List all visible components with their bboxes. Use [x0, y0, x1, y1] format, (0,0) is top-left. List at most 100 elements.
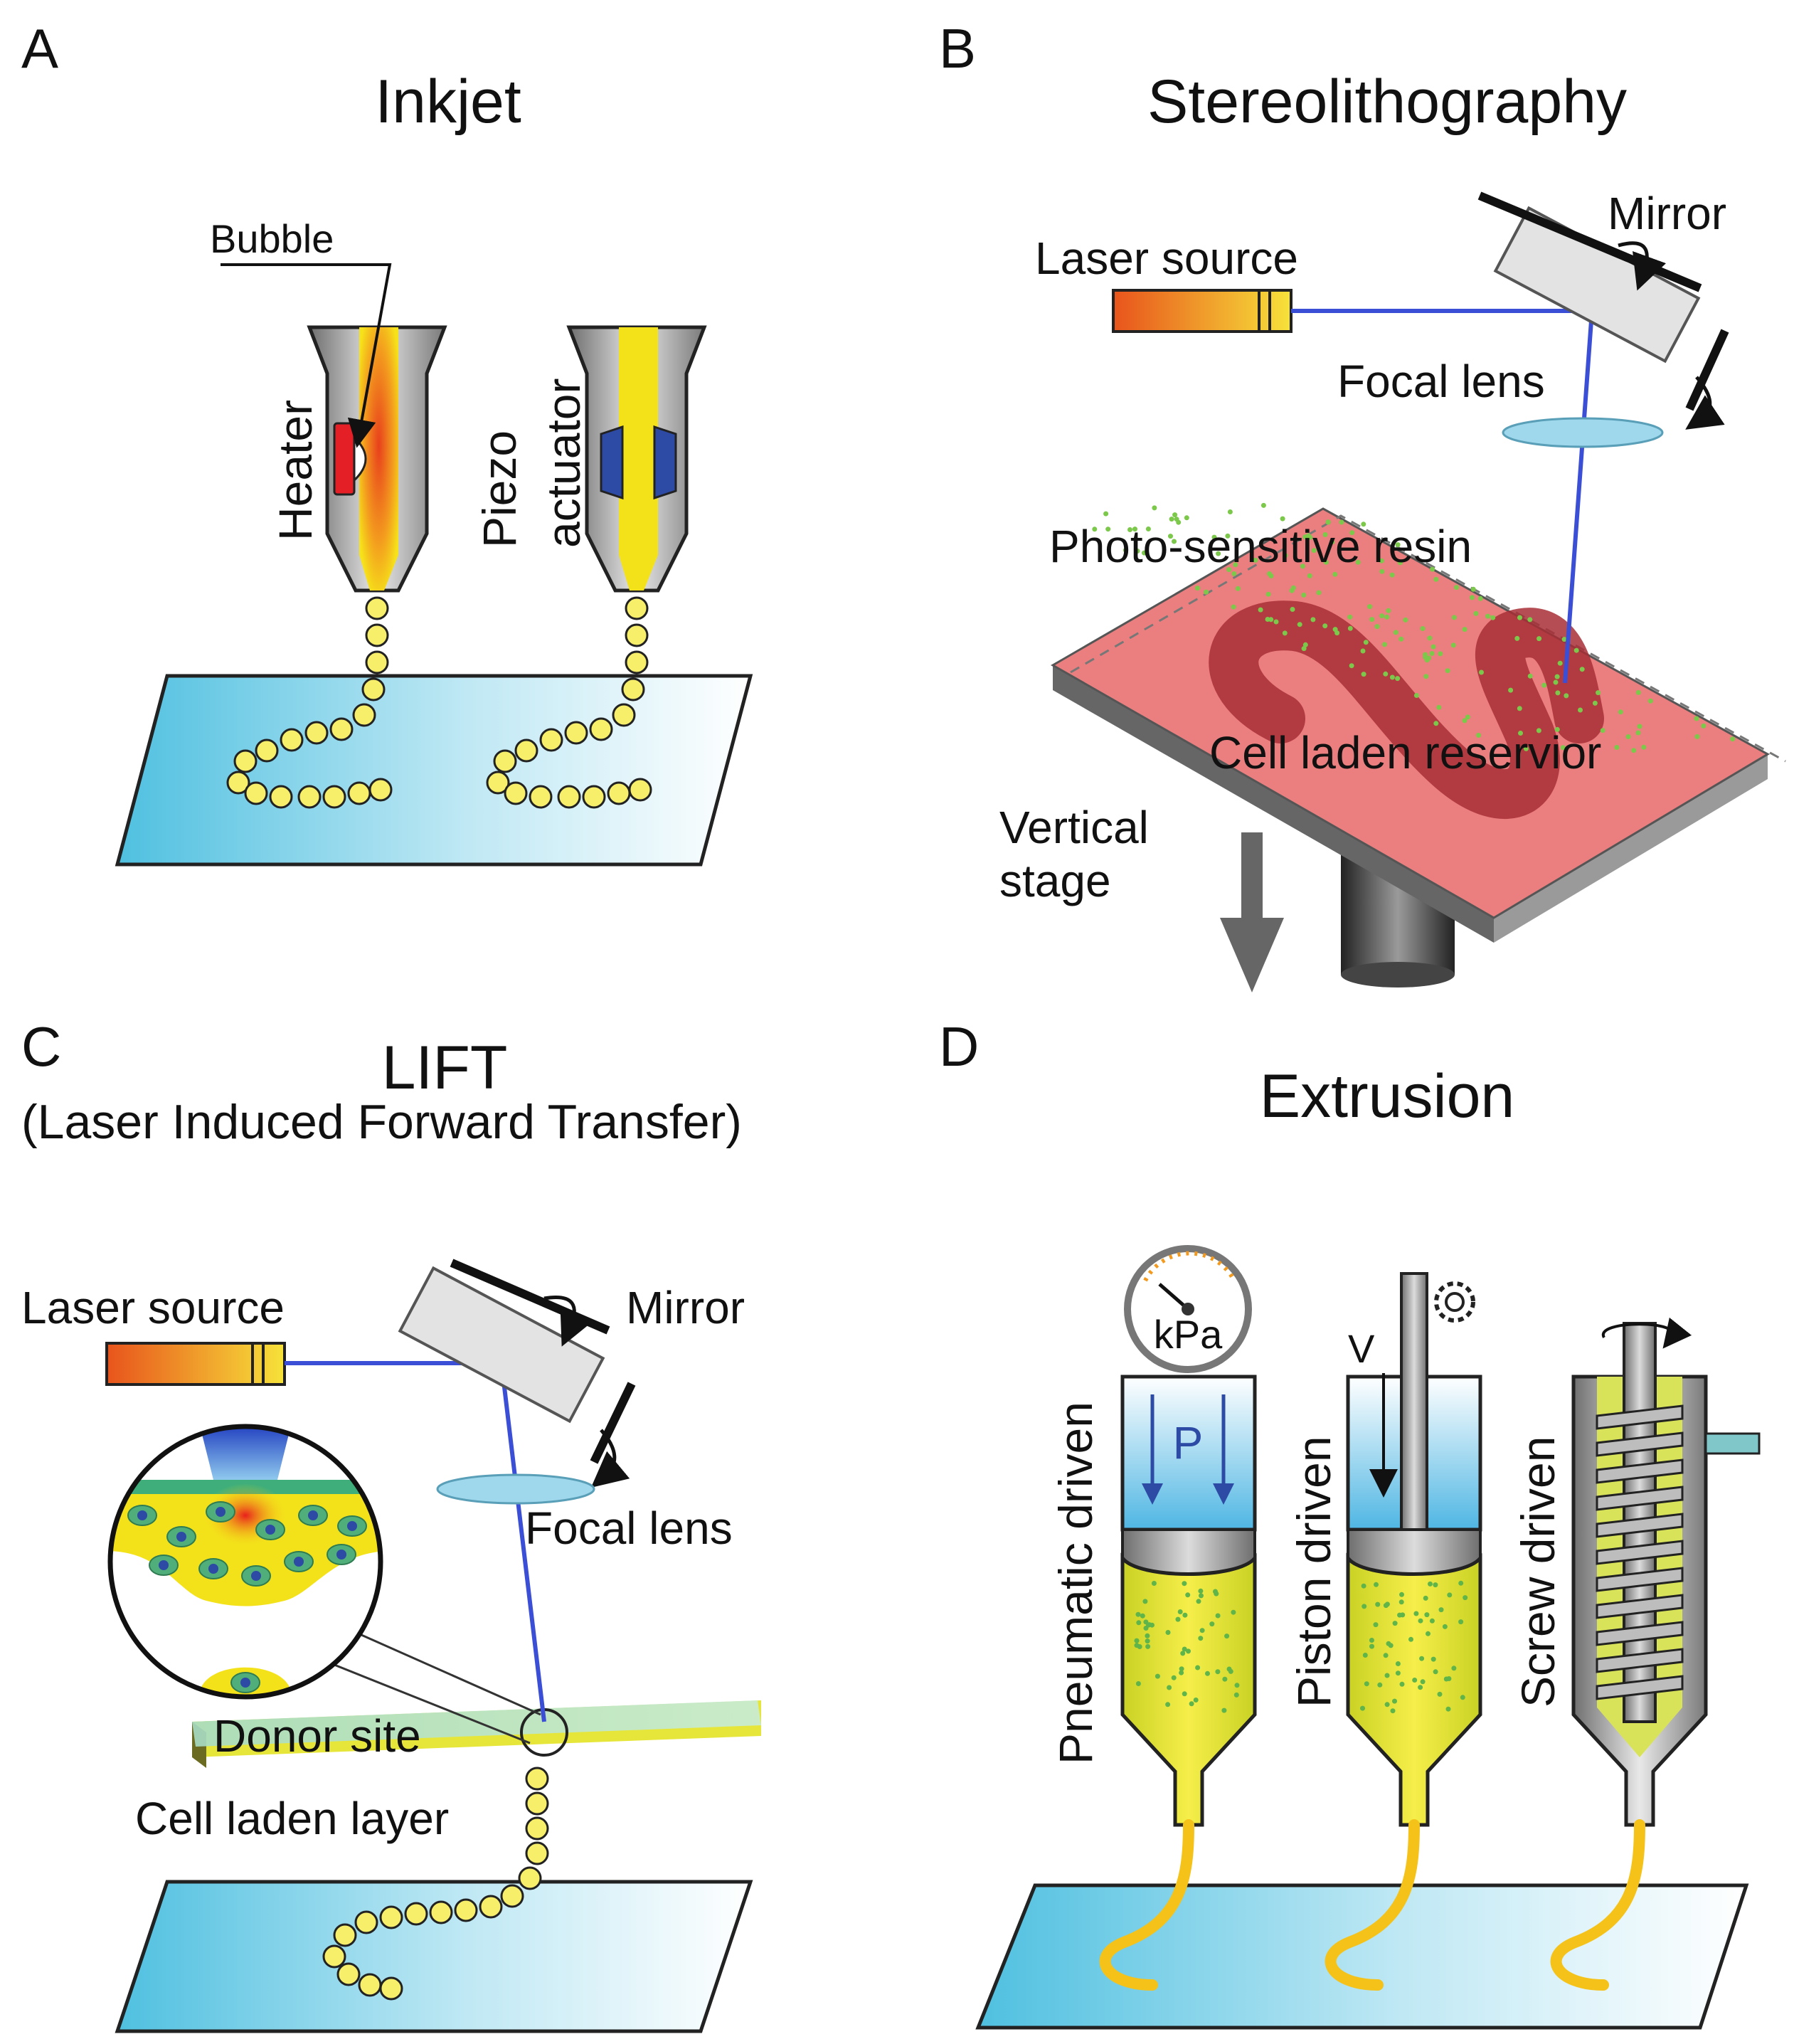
resin-cell [1465, 714, 1470, 720]
piezo-nozzle [566, 325, 707, 593]
resin-cell [1514, 635, 1520, 641]
resin-cell [1477, 595, 1483, 601]
cell-nucleus [308, 1510, 318, 1520]
bioink-cell [1231, 1609, 1236, 1615]
droplet [233, 749, 258, 773]
label-resin: Photo-sensitive resin [1049, 521, 1472, 572]
gear-icon [1434, 1281, 1475, 1323]
resin-cell [1637, 724, 1642, 729]
resin-cell [1122, 547, 1128, 553]
bioink-cell [1412, 1678, 1418, 1683]
resin-cell [1553, 679, 1559, 685]
resin-cell [1454, 585, 1460, 591]
resin-cell [1389, 572, 1395, 578]
bioink-cell [1418, 1685, 1423, 1690]
resin-cell [1332, 571, 1338, 577]
resin-cell [1325, 519, 1331, 525]
bioink-cell [1180, 1651, 1186, 1656]
resin-cell [1204, 589, 1209, 595]
droplet [280, 728, 304, 752]
bioink-cell [1383, 1653, 1389, 1658]
resin-cell [1451, 615, 1457, 620]
bioink-cell [1145, 1643, 1151, 1649]
resin-cell [1635, 730, 1641, 736]
droplet [525, 1816, 549, 1841]
droplet [493, 749, 517, 773]
cell-nucleus [251, 1571, 261, 1581]
bioink-cell [1360, 1705, 1365, 1711]
label-piezo: Piezo [473, 430, 526, 548]
screw-thread [1596, 1404, 1684, 1430]
resin-cell [1253, 557, 1258, 563]
bioink-cell [1189, 1701, 1194, 1707]
resin-cell [1349, 663, 1354, 669]
label-laser-source-b: Laser source [1035, 233, 1298, 284]
resin-cell [1395, 542, 1401, 548]
bioink-cell [1186, 1648, 1191, 1654]
droplet [329, 717, 354, 741]
resin-cell [1355, 559, 1361, 565]
droplet [244, 781, 268, 805]
resin-cell [1433, 721, 1439, 726]
bioink-cell [1198, 1636, 1204, 1641]
resin-cell [1462, 718, 1467, 724]
resin-cell [1339, 519, 1344, 525]
bioink-cell [1392, 1698, 1397, 1704]
cell-nucleus [176, 1532, 186, 1542]
resin-cell [1398, 636, 1404, 642]
label-reservoir: Cell laden reservior [1209, 727, 1601, 778]
bioink-cell [1384, 1601, 1390, 1607]
resin-cell [1470, 586, 1476, 592]
resin-cell [1184, 515, 1189, 521]
bioink-cell [1234, 1683, 1240, 1688]
resin-cell [1508, 687, 1514, 693]
piston-extrudate [1325, 1819, 1420, 1991]
resin-cell [1462, 627, 1467, 632]
bioink-cell [1384, 1702, 1390, 1707]
cell-nucleus [265, 1525, 275, 1535]
resin-cell [1347, 614, 1353, 620]
resin-cell [1578, 707, 1583, 713]
droplet [529, 785, 553, 809]
bioink-cell [1418, 1618, 1423, 1624]
resin-cell [1485, 613, 1491, 619]
resin-cell [1297, 622, 1302, 628]
resin-cell [1132, 526, 1137, 532]
resin-cell [1360, 648, 1366, 654]
label-laser-source-c: Laser source [21, 1282, 285, 1333]
label-vertical: Vertical [999, 802, 1149, 853]
thermal-nozzle [307, 325, 447, 593]
bioink-cell [1458, 1619, 1464, 1625]
bioink-cell [1364, 1681, 1369, 1687]
cell-nucleus [347, 1521, 357, 1531]
bioink-cell [1390, 1708, 1396, 1714]
label-mirror-b: Mirror [1608, 188, 1726, 239]
panel-b: B Stereolithography [939, 17, 1786, 992]
bioink-cell [1179, 1670, 1184, 1675]
resin-cell [1231, 571, 1237, 576]
bioink-cell [1140, 1613, 1145, 1619]
bioink-cell [1463, 1595, 1468, 1601]
resin-cell [1283, 553, 1288, 558]
droplet [525, 1791, 549, 1816]
resin-cell [1311, 548, 1317, 554]
droplet [582, 785, 606, 809]
bioink-cell [1398, 1599, 1404, 1605]
resin-cell [1349, 530, 1355, 536]
resin-cell [1694, 716, 1699, 721]
panel-d-title: Extrusion [1260, 1062, 1515, 1130]
resin-cell [1518, 731, 1523, 736]
bioink-cell [1179, 1666, 1184, 1672]
resin-cell [1523, 746, 1529, 751]
droplet [358, 1973, 382, 1997]
bioink-cell [1388, 1643, 1394, 1648]
bioink-cell [1182, 1581, 1187, 1587]
resin-cell [1386, 608, 1391, 613]
bioink-cell [1222, 1676, 1228, 1682]
resin-cell [1367, 604, 1373, 610]
resin-cell [1631, 748, 1637, 753]
label-focal-lens-c: Focal lens [525, 1503, 733, 1554]
bioink-cell [1442, 1624, 1448, 1629]
resin-cell [1384, 614, 1390, 620]
resin-cell [1135, 549, 1140, 554]
